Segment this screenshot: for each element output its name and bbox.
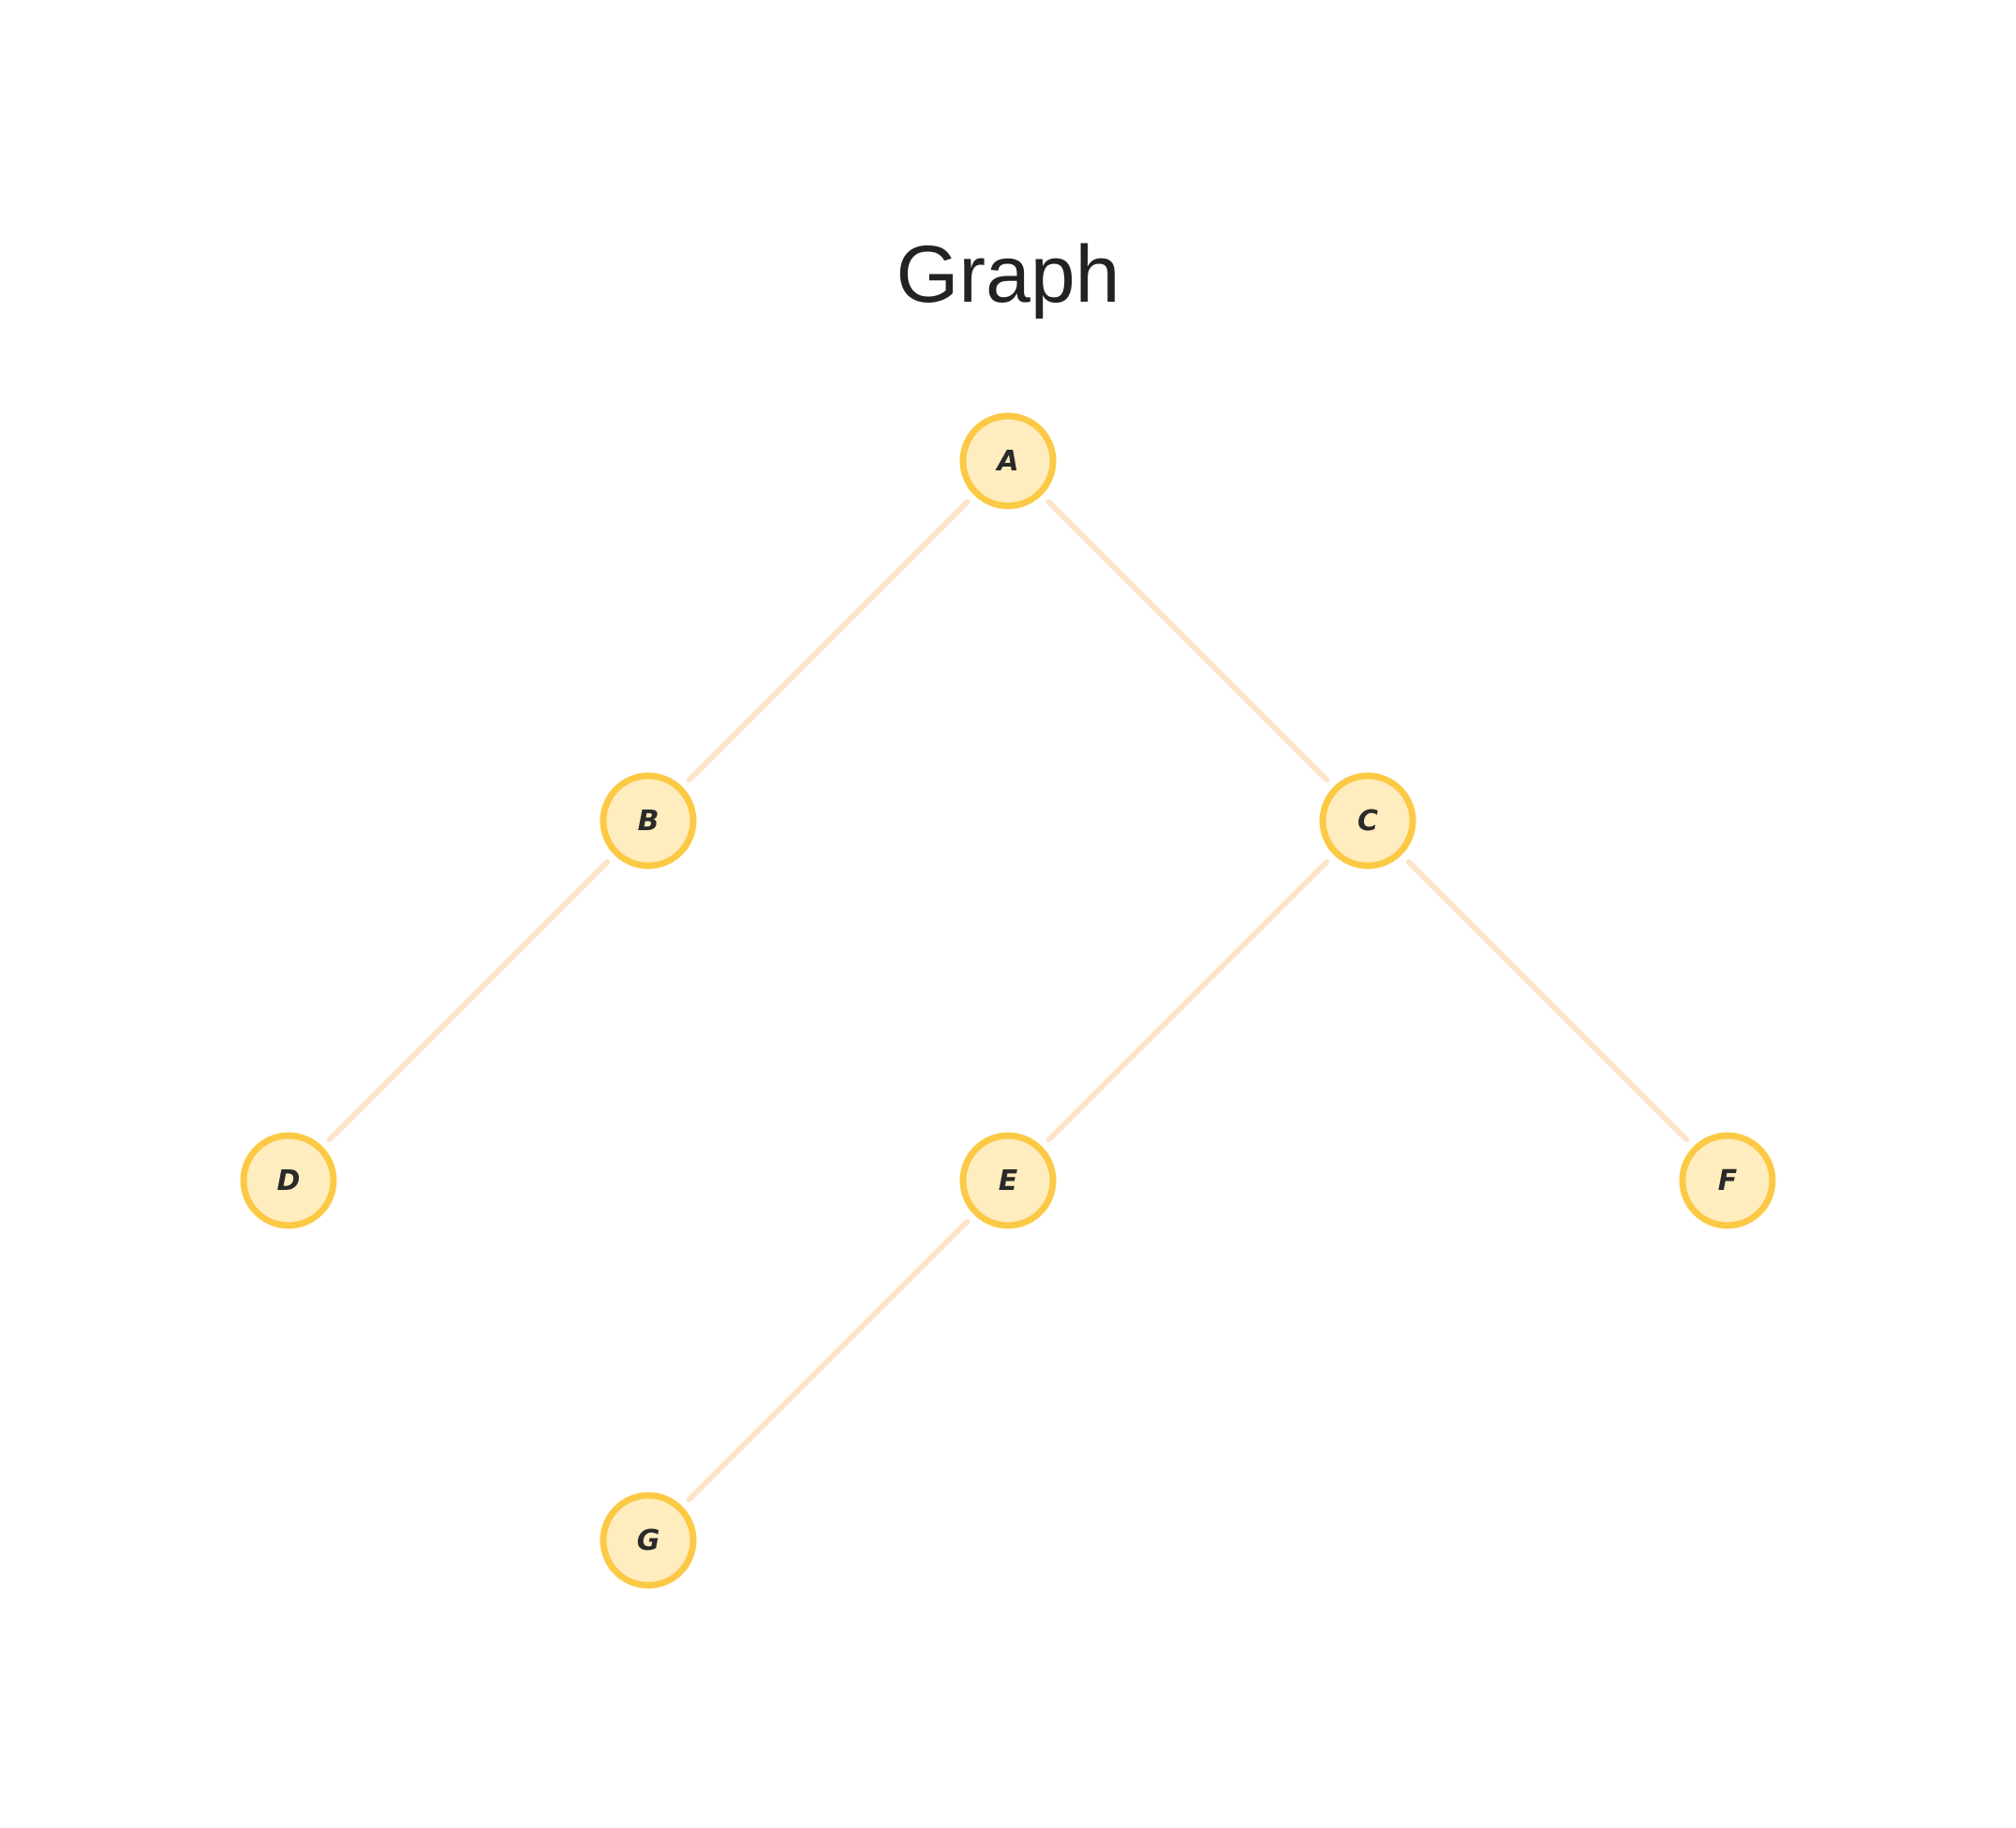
node-label: F bbox=[1718, 1165, 1738, 1197]
nodes-layer: A B C D E F G bbox=[240, 412, 1776, 1589]
node-label: C bbox=[1357, 805, 1378, 838]
node-e: E bbox=[959, 1132, 1057, 1229]
node-d: D bbox=[240, 1132, 337, 1229]
edge-b-d bbox=[326, 858, 611, 1143]
node-b: B bbox=[600, 772, 697, 869]
edge-c-e bbox=[1045, 858, 1330, 1143]
edge-e-g bbox=[686, 1218, 971, 1503]
node-label: A bbox=[995, 445, 1018, 478]
node-label: D bbox=[277, 1165, 301, 1197]
node-f: F bbox=[1679, 1132, 1776, 1229]
node-circle bbox=[240, 1132, 337, 1229]
node-label: E bbox=[999, 1165, 1018, 1197]
node-c: C bbox=[1319, 772, 1416, 869]
node-circle bbox=[1679, 1132, 1776, 1229]
node-circle bbox=[959, 1132, 1057, 1229]
node-label: B bbox=[638, 805, 660, 838]
node-g: G bbox=[600, 1492, 697, 1589]
node-a: A bbox=[959, 412, 1057, 510]
diagram-title: Graph bbox=[896, 230, 1119, 320]
edge-a-b bbox=[686, 498, 971, 783]
edges-layer bbox=[326, 498, 1690, 1503]
node-label: G bbox=[637, 1524, 660, 1557]
node-circle bbox=[600, 1492, 697, 1589]
node-circle bbox=[600, 772, 697, 869]
node-circle bbox=[959, 412, 1057, 510]
edge-c-f bbox=[1405, 858, 1690, 1143]
node-circle bbox=[1319, 772, 1416, 869]
edge-a-c bbox=[1045, 498, 1330, 783]
